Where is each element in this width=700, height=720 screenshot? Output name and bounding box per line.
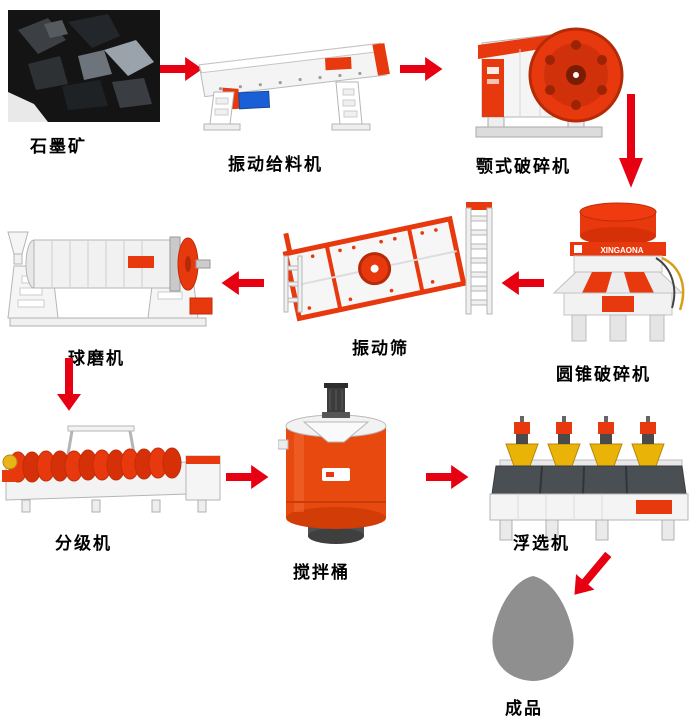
label-finished-product: 成品 <box>505 699 543 718</box>
spiral-classifier-machine <box>2 420 224 516</box>
flotation-machine <box>486 408 696 548</box>
arrow-classifier-to-mixer <box>226 464 270 490</box>
vibrating-screen-machine <box>282 190 497 332</box>
label-ball-mill: 球磨机 <box>68 349 125 368</box>
arrow-ballmill-to-classifier <box>56 358 82 412</box>
arrow-flotation-to-product <box>564 546 619 604</box>
arrow-jaw-to-cone <box>618 94 644 190</box>
flotation-machine-illustration <box>489 416 689 541</box>
mixing-barrel-machine <box>278 382 394 550</box>
label-vibrating-screen: 振动筛 <box>352 339 409 358</box>
feeder-illustration <box>198 42 390 131</box>
vibrating-feeder-machine <box>186 22 398 134</box>
mixing-barrel-illustration <box>278 383 387 544</box>
arrow-screen-to-ballmill <box>220 270 264 296</box>
jaw-crusher-machine <box>448 5 626 145</box>
ball-mill-illustration <box>7 231 213 327</box>
cone-crusher-brand: XINGAONA <box>600 246 643 255</box>
label-cone-crusher: 圆锥破碎机 <box>556 365 651 384</box>
arrow-cone-to-screen <box>500 270 544 296</box>
finished-product-blob <box>486 572 580 686</box>
label-flotation-machine: 浮选机 <box>513 534 570 553</box>
arrow-ore-to-feeder <box>160 56 204 82</box>
label-mixing-barrel: 搅拌桶 <box>293 563 350 582</box>
ore-illustration <box>8 10 160 122</box>
label-jaw-crusher: 颚式破碎机 <box>476 157 571 176</box>
vibrating-screen-illustration <box>282 202 493 322</box>
finished-product-illustration <box>492 576 574 681</box>
cone-crusher-machine: XINGAONA <box>552 196 694 348</box>
ball-mill-machine <box>4 210 216 335</box>
cone-crusher-illustration: XINGAONA <box>552 202 685 342</box>
label-spiral-classifier: 分级机 <box>55 534 112 553</box>
arrow-mixer-to-flotation <box>426 464 470 490</box>
label-vibrating-feeder: 振动给料机 <box>228 155 323 174</box>
graphite-ore-photo <box>8 10 160 122</box>
spiral-classifier-illustration <box>2 425 221 513</box>
arrow-feeder-to-jaw <box>400 56 444 82</box>
label-ore: 石墨矿 <box>30 137 87 156</box>
jaw-crusher-illustration <box>475 27 624 138</box>
